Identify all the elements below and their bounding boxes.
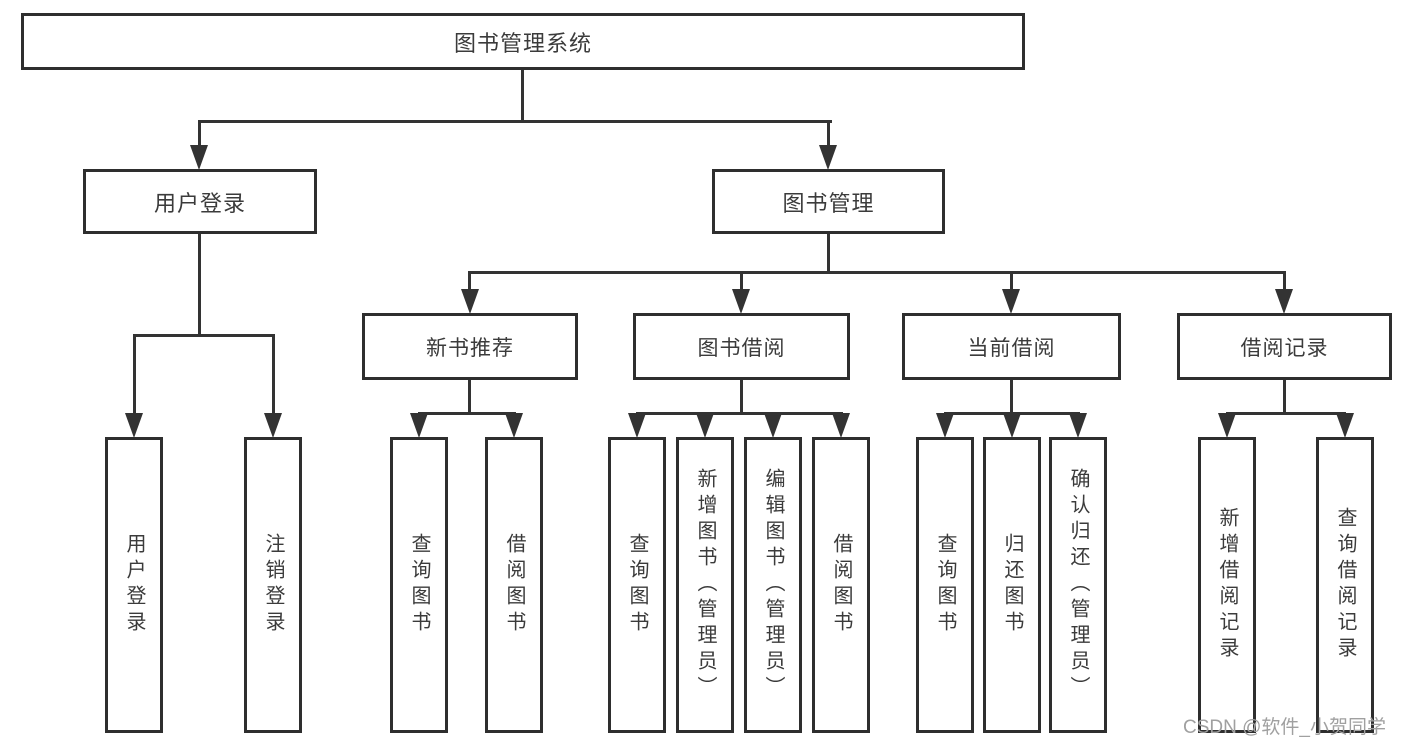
connector-line [418, 412, 516, 415]
leaf-borrow-books-recommend: 借阅图书 [485, 437, 543, 733]
connector-line [1010, 271, 1013, 292]
connector-line [521, 70, 524, 122]
arrowhead-down [190, 145, 208, 170]
connector-line [198, 120, 832, 123]
arrowhead-down [461, 289, 479, 314]
leaf-user-login: 用户登录 [105, 437, 163, 733]
connector-line [827, 120, 830, 147]
connector-line [740, 271, 743, 292]
connector-line [827, 234, 830, 273]
connector-line [198, 234, 201, 337]
arrowhead-down [1069, 413, 1087, 438]
leaf-edit-book-admin: 编辑图书（管理员） [744, 437, 802, 733]
node-user-login: 用户登录 [83, 169, 317, 234]
arrowhead-down [628, 413, 646, 438]
csdn-watermark: CSDN @软件_小贺同学 [1183, 717, 1386, 738]
connector-line [468, 271, 471, 292]
arrowhead-down [1003, 413, 1021, 438]
leaf-borrow-books-borrowing: 借阅图书 [812, 437, 870, 733]
connector-line [272, 334, 275, 416]
arrowhead-down [1336, 413, 1354, 438]
connector-line [1226, 412, 1346, 415]
arrowhead-down [936, 413, 954, 438]
node-borrowing-records: 借阅记录 [1177, 313, 1392, 380]
arrowhead-down [764, 413, 782, 438]
arrowhead-down [732, 289, 750, 314]
arrowhead-down [410, 413, 428, 438]
arrowhead-down [696, 413, 714, 438]
leaf-query-borrowing-record: 查询借阅记录 [1316, 437, 1374, 733]
connector-line [636, 412, 843, 415]
leaf-add-borrowing-record: 新增借阅记录 [1198, 437, 1256, 733]
connector-line [1010, 380, 1013, 415]
connector-line [133, 334, 275, 337]
leaf-logout-login: 注销登录 [244, 437, 302, 733]
leaf-query-books-current: 查询图书 [916, 437, 974, 733]
node-new-book-recommendation: 新书推荐 [362, 313, 578, 380]
arrowhead-down [1002, 289, 1020, 314]
arrowhead-down [505, 413, 523, 438]
node-library-management-system: 图书管理系统 [21, 13, 1025, 70]
arrowhead-down [832, 413, 850, 438]
connector-line [740, 380, 743, 415]
arrowhead-down [1218, 413, 1236, 438]
node-current-borrowing: 当前借阅 [902, 313, 1121, 380]
arrowhead-down [1275, 289, 1293, 314]
node-book-borrowing: 图书借阅 [633, 313, 850, 380]
connector-line [1283, 380, 1286, 415]
node-book-management: 图书管理 [712, 169, 945, 234]
arrowhead-down [264, 413, 282, 438]
connector-line [468, 380, 471, 415]
leaf-confirm-return-admin: 确认归还（管理员） [1049, 437, 1107, 733]
leaf-add-book-admin: 新增图书（管理员） [676, 437, 734, 733]
connector-line [1283, 271, 1286, 292]
arrowhead-down [819, 145, 837, 170]
connector-line [133, 334, 136, 416]
leaf-return-book: 归还图书 [983, 437, 1041, 733]
leaf-query-books-borrowing: 查询图书 [608, 437, 666, 733]
arrowhead-down [125, 413, 143, 438]
connector-line [198, 120, 201, 147]
leaf-query-books-recommend: 查询图书 [390, 437, 448, 733]
connector-line [468, 271, 1286, 274]
